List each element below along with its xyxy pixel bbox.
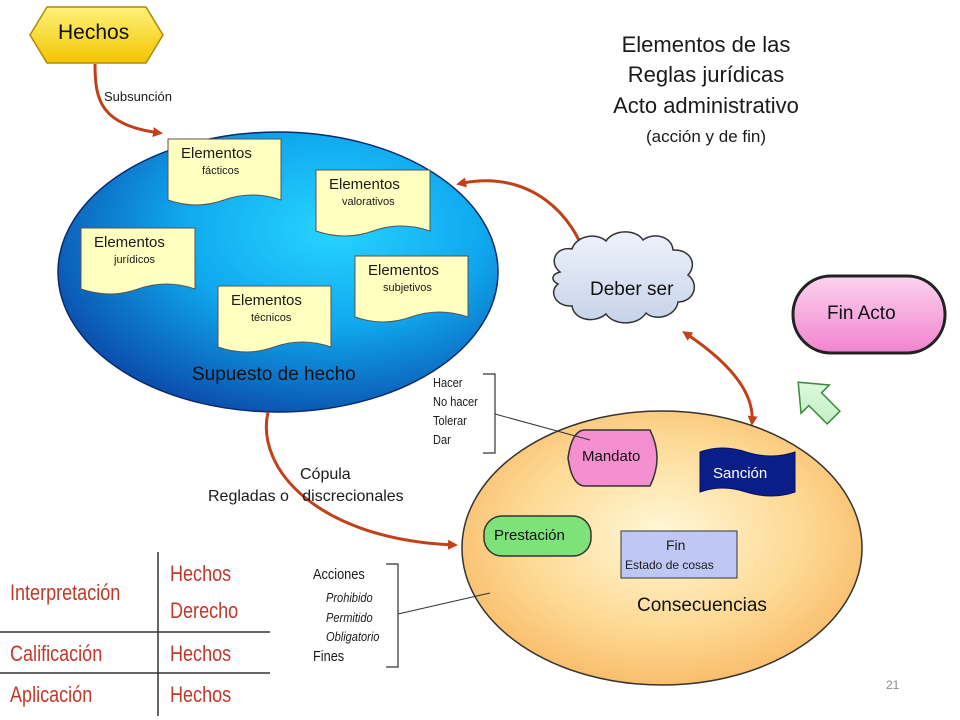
table-hechos-2: Hechos <box>170 641 232 666</box>
subsuncion-arrow <box>93 63 163 138</box>
fin-acto-label: Fin Acto <box>827 303 896 324</box>
prestacion-shape <box>483 515 592 557</box>
doc-subjetivos-sub: subjetivos <box>383 282 432 294</box>
prestacion-list-prohibido: Prohibido <box>326 590 373 605</box>
hechos-label: Hechos <box>58 21 130 44</box>
page-number: 21 <box>886 678 900 692</box>
title-line-3: Acto administrativo <box>613 93 799 118</box>
table-hechos-3: Hechos <box>170 682 232 707</box>
title-line-4: (acción y de fin) <box>646 127 766 146</box>
doc-subjetivos <box>354 255 469 323</box>
fin-box-sub: Estado de cosas <box>625 558 714 572</box>
consecuencias-label: Consecuencias <box>637 595 767 616</box>
copula-line-1: Cópula <box>300 466 351 483</box>
doc-tecnicos <box>217 285 332 353</box>
doc-tecnicos-sub: técnicos <box>251 312 292 324</box>
copula-line-2: Regladas o discrecionales <box>208 488 404 505</box>
doc-valorativos-title: Elementos <box>329 176 400 193</box>
deber-ser-label: Deber ser <box>590 279 674 300</box>
title-line-1: Elementos de las <box>621 32 791 57</box>
prestacion-list-fines: Fines <box>313 648 345 665</box>
sancion-label: Sanción <box>713 465 768 482</box>
doc-juridicos-sub: jurídicos <box>114 254 155 266</box>
subsuncion-label: Subsunción <box>104 89 172 104</box>
mandato-list-bracket <box>483 373 496 454</box>
up-arrow <box>797 381 841 425</box>
doc-valorativos-sub: valorativos <box>342 196 395 208</box>
fin-box <box>620 530 738 579</box>
doc-juridicos <box>80 227 196 295</box>
prestacion-list-bracket <box>386 563 399 668</box>
mandato-list-item-no-hacer: No hacer <box>433 394 478 409</box>
prestacion-list-obligatorio: Obligatorio <box>326 629 380 644</box>
deberser-consecuencias-arrow <box>682 331 758 426</box>
fin-acto-pill <box>791 274 947 355</box>
copula-arrow <box>265 411 458 550</box>
doc-facticos-title: Elementos <box>181 145 252 162</box>
doc-subjetivos-title: Elementos <box>368 262 439 279</box>
title-line-2: Reglas jurídicas <box>627 62 785 87</box>
table-aplicacion: Aplicación <box>10 682 93 707</box>
doc-tecnicos-title: Elementos <box>231 292 302 309</box>
mandato-label: Mandato <box>582 448 641 465</box>
doc-juridicos-title: Elementos <box>94 234 165 251</box>
mandato-list-item-tolerar: Tolerar <box>433 413 467 428</box>
table-interpretacion: Interpretación <box>10 580 121 605</box>
prestacion-connector-line <box>397 592 491 615</box>
mandato-connector-line <box>494 413 591 441</box>
sancion-flag <box>699 447 796 497</box>
doc-valorativos <box>315 169 431 237</box>
table-derecho: Derecho <box>170 598 239 623</box>
supuesto-label: Supuesto de hecho <box>192 364 356 385</box>
fin-box-title: Fin <box>666 537 686 553</box>
mandato-list-item-hacer: Hacer <box>433 375 463 390</box>
hechos-hexagon <box>29 6 164 64</box>
table-hechos-1: Hechos <box>170 561 232 586</box>
deber-ser-cloud <box>552 231 696 324</box>
mandato-shape <box>567 429 658 487</box>
doc-facticos <box>167 138 282 206</box>
table-calificacion: Calificación <box>10 641 103 666</box>
mandato-list-item-dar: Dar <box>433 432 451 447</box>
prestacion-list-acciones: Acciones <box>313 566 365 583</box>
doc-facticos-sub: fácticos <box>202 165 240 177</box>
prestacion-label: Prestación <box>494 527 565 544</box>
prestacion-list-permitido: Permitido <box>326 610 373 625</box>
